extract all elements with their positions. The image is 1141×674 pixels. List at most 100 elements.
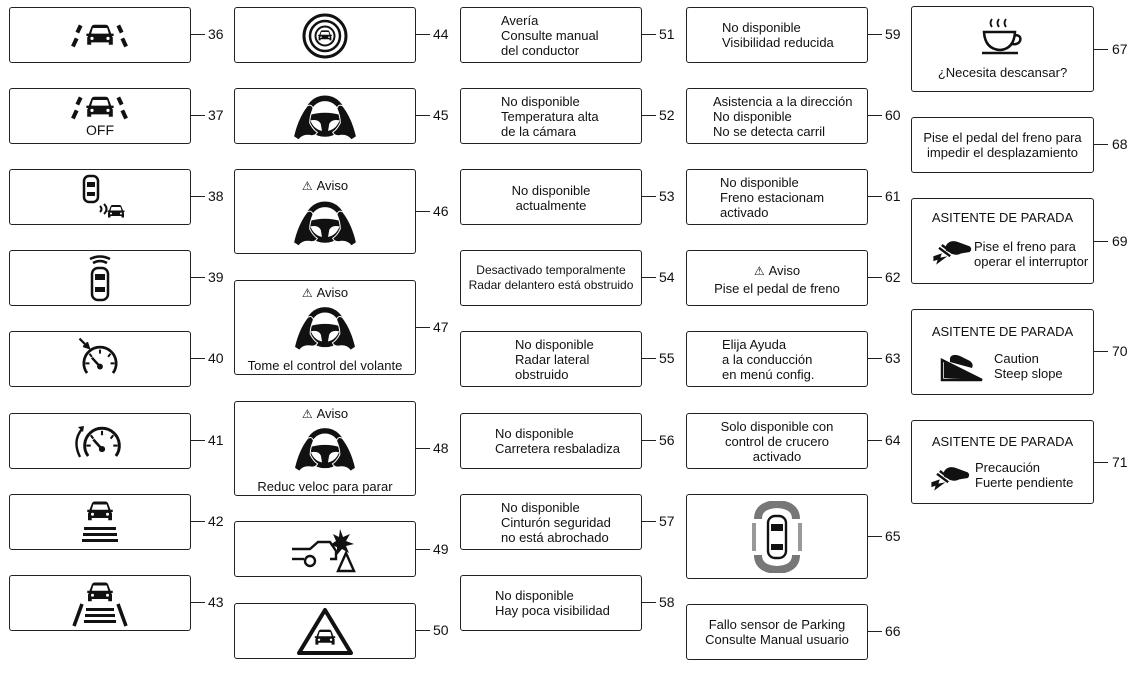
callout-number: 55 xyxy=(659,350,675,366)
callout-number: 64 xyxy=(885,432,901,448)
callout-number: 39 xyxy=(208,269,224,285)
callout-number: 63 xyxy=(885,350,901,366)
callout-number: 36 xyxy=(208,26,224,42)
warning-triangle-icon: ⚠ xyxy=(301,407,313,421)
brake-pedal-icon xyxy=(930,463,972,493)
callout-number: 47 xyxy=(433,319,449,335)
indicator-box-65 xyxy=(686,494,868,579)
callout-number: 44 xyxy=(433,26,449,42)
callout-number: 43 xyxy=(208,594,224,610)
panel-title: ASITENTE DE PARADA xyxy=(931,434,1074,449)
warning-header: ⚠Aviso xyxy=(301,178,349,193)
callout-number: 56 xyxy=(659,432,675,448)
indicator-box-40 xyxy=(9,331,191,387)
hands-on-wheel-icon xyxy=(291,198,359,248)
callout-number: 61 xyxy=(885,188,901,204)
brake-pedal-icon xyxy=(932,237,974,267)
parking-sensor-car-icon xyxy=(752,501,802,573)
message-box-62: ⚠Aviso Pise el pedal de freno xyxy=(686,250,868,306)
indicator-box-67: ¿Necesita descansar? xyxy=(911,6,1094,92)
message-caption: ¿Necesita descansar? xyxy=(937,65,1068,80)
front-sensor-car-icon xyxy=(89,255,111,302)
collision-warning-icon xyxy=(292,529,356,573)
warning-header: ⚠Aviso xyxy=(753,263,801,278)
panel-title: ASITENTE DE PARADA xyxy=(931,210,1074,225)
callout-number: 45 xyxy=(433,107,449,123)
callout-number: 59 xyxy=(885,26,901,42)
callout-number: 48 xyxy=(433,440,449,456)
callout-number: 51 xyxy=(659,26,675,42)
car-radar-circles-icon xyxy=(302,13,348,59)
warning-triangle-icon: ⚠ xyxy=(753,264,765,278)
callout-number: 54 xyxy=(659,269,675,285)
callout-number: 68 xyxy=(1112,136,1128,152)
speed-gauge-arrow-icon xyxy=(75,426,121,458)
callout-number: 38 xyxy=(208,188,224,204)
callout-number: 71 xyxy=(1112,454,1128,470)
indicator-box-50 xyxy=(234,603,416,659)
indicator-box-42 xyxy=(9,494,191,550)
warning-triangle-icon: ⚠ xyxy=(301,179,313,193)
callout-number: 66 xyxy=(885,623,901,639)
warning-triangle-icon: ⚠ xyxy=(301,286,313,300)
hands-on-wheel-icon xyxy=(292,304,358,352)
hands-on-wheel-icon xyxy=(291,92,359,142)
panel-title: ASITENTE DE PARADA xyxy=(931,324,1074,339)
indicator-box-44 xyxy=(234,7,416,63)
message-text: Pise el pedal de freno xyxy=(714,281,840,296)
blind-spot-rear-icon xyxy=(82,174,125,218)
lane-keep-car-icon xyxy=(71,24,128,48)
coffee-cup-icon xyxy=(981,18,1022,55)
callout-number: 37 xyxy=(208,107,224,123)
car-road-icon xyxy=(82,501,118,542)
lane-keep-car-icon xyxy=(71,96,128,120)
car-warning-triangle-icon xyxy=(297,608,353,655)
callout-number: 70 xyxy=(1112,343,1128,359)
indicator-box-41 xyxy=(9,413,191,469)
callout-number: 62 xyxy=(885,269,901,285)
indicator-box-38 xyxy=(9,169,191,225)
callout-number: 40 xyxy=(208,350,224,366)
indicator-box-47: ⚠Aviso Tome el control del volante xyxy=(234,280,416,375)
indicator-box-49 xyxy=(234,521,416,577)
steep-slope-car-icon xyxy=(940,354,983,382)
off-label: OFF xyxy=(86,122,114,138)
callout-number: 67 xyxy=(1112,41,1128,57)
indicator-box-37: OFF xyxy=(9,88,191,144)
callout-number: 60 xyxy=(885,107,901,123)
speed-limiter-gauge-icon xyxy=(78,337,118,375)
callout-number: 53 xyxy=(659,188,675,204)
hands-on-wheel-icon xyxy=(292,425,358,473)
callout-number: 65 xyxy=(885,528,901,544)
message-caption: Reduc veloc para parar xyxy=(257,479,393,494)
callout-number: 46 xyxy=(433,203,449,219)
callout-number: 57 xyxy=(659,513,675,529)
callout-number: 41 xyxy=(208,432,224,448)
